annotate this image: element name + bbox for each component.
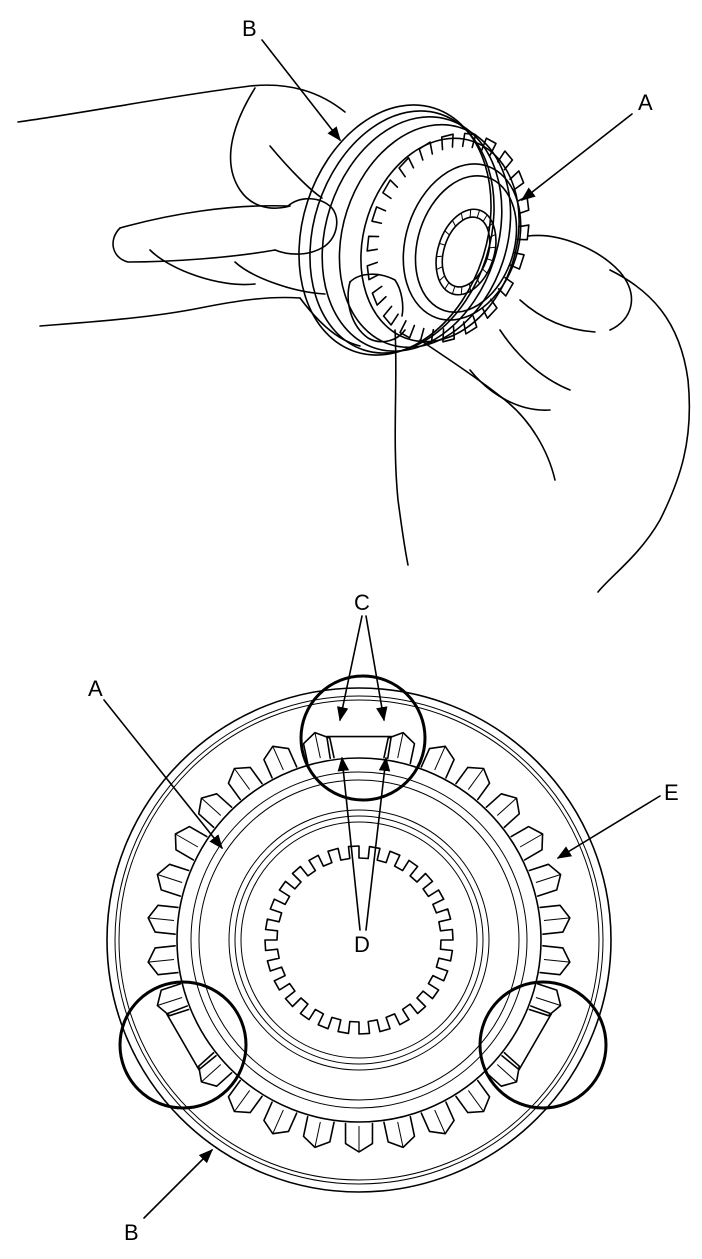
top-callout-b: B (242, 16, 341, 142)
ring-tooth (539, 944, 571, 976)
inspection-circle-right (478, 980, 608, 1110)
left-hand (17, 84, 361, 347)
callout-c: C (337, 590, 388, 722)
label-b-bottom: B (124, 1220, 139, 1245)
callout-e: E (556, 780, 679, 859)
ring-tooth (302, 1115, 335, 1149)
ring-tooth (485, 1051, 521, 1087)
callout-b-bottom: B (124, 1148, 214, 1245)
right-hand (347, 234, 691, 593)
ring-tooth (539, 904, 571, 936)
splined-bore (264, 845, 454, 1035)
inspection-circle-left (118, 980, 248, 1110)
ring-tooth (197, 793, 233, 829)
ring-tooth (528, 863, 562, 897)
key-slot (325, 735, 393, 760)
label-a-top: A (638, 90, 653, 115)
ring-tooth (383, 1115, 416, 1149)
ring-tooth (147, 944, 179, 976)
key-slot (501, 1005, 553, 1071)
ring-teeth (147, 731, 571, 1153)
top-illustration (17, 84, 691, 593)
label-e: E (664, 780, 679, 805)
label-b-top: B (242, 16, 257, 41)
bottom-illustration (106, 674, 612, 1193)
outer-ring (106, 687, 612, 1193)
inspection-circle-top (299, 674, 427, 802)
label-d: D (354, 932, 370, 957)
ring-tooth (147, 904, 179, 936)
key-slot (165, 1005, 217, 1071)
ring-tooth (455, 766, 491, 801)
ring-tooth (156, 863, 190, 897)
ring-tooth (263, 745, 298, 779)
ring-tooth (197, 1051, 233, 1087)
synchro-assembly-top (298, 104, 530, 356)
ring-tooth (420, 745, 455, 779)
ring-tooth (485, 793, 521, 829)
callout-d: D (337, 756, 391, 957)
leader-a-top (520, 113, 633, 201)
top-callout-a: A (520, 90, 653, 201)
leader-b-top (261, 39, 341, 142)
label-a-bottom: A (88, 676, 103, 701)
ring-tooth (227, 766, 263, 801)
label-c: C (354, 590, 370, 615)
callout-a-bottom: A (88, 676, 223, 850)
